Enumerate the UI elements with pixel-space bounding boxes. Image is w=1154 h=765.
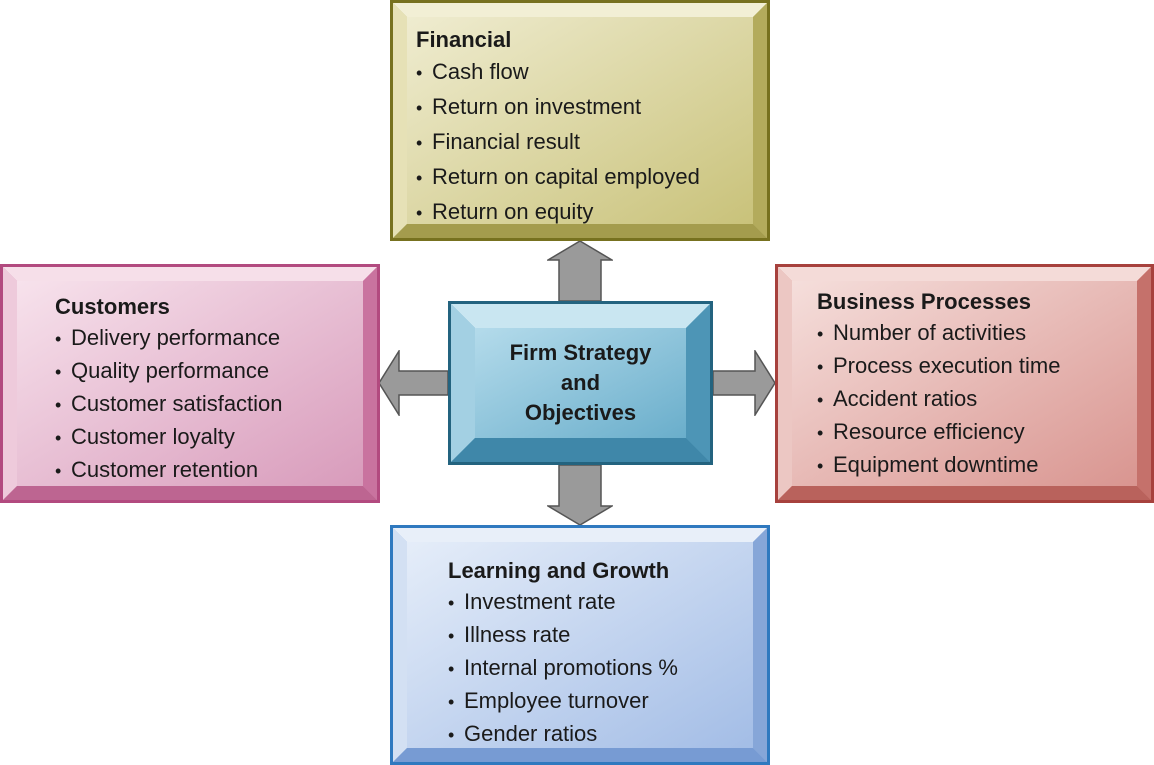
list-item: •Resource efficiency — [817, 419, 1025, 444]
customers-box: Customers •Delivery performance •Quality… — [0, 264, 380, 503]
list-item: •Customer loyalty — [55, 424, 235, 449]
financial-heading: Financial — [416, 27, 512, 52]
list-item: •Delivery performance — [55, 325, 281, 350]
customers-list: •Delivery performance •Quality performan… — [55, 322, 283, 487]
learning-growth-list: •Investment rate •Illness rate •Internal… — [448, 586, 678, 751]
list-item: •Equipment downtime — [817, 452, 1039, 477]
center-title-line: Firm Strategy — [509, 340, 652, 365]
firm-strategy-title: Firm Strategy and Objectives — [510, 338, 652, 428]
list-item: •Customer satisfaction — [55, 391, 283, 416]
arrow-up-icon — [547, 240, 613, 302]
firm-strategy-frame — [448, 301, 713, 465]
financial-box: Financial •Cash flow •Return on investme… — [390, 0, 770, 241]
list-item: •Quality performance — [55, 358, 270, 383]
list-item: •Process execution time — [817, 353, 1061, 378]
financial-frame — [390, 0, 770, 241]
business-processes-heading: Business Processes — [817, 289, 1032, 314]
list-item: •Investment rate — [448, 589, 616, 614]
business-processes-box: Business Processes •Number of activities… — [775, 264, 1154, 503]
financial-list: •Cash flow •Return on investment •Financ… — [416, 55, 700, 230]
list-item: •Number of activities — [817, 320, 1027, 345]
arrow-left-icon — [378, 350, 449, 416]
list-item: •Cash flow — [416, 59, 529, 84]
center-title-line: and — [560, 370, 601, 395]
list-item: •Customer retention — [55, 457, 259, 482]
list-item: •Return on equity — [416, 199, 594, 224]
customers-frame — [0, 264, 380, 503]
list-item: •Return on investment — [416, 94, 642, 119]
list-item: •Return on capital employed — [416, 164, 700, 189]
learning-growth-heading: Learning and Growth — [448, 558, 670, 583]
list-item: •Gender ratios — [448, 721, 598, 746]
list-item: •Illness rate — [448, 622, 571, 647]
learning-growth-frame — [390, 525, 770, 765]
center-title-line: Objectives — [524, 400, 637, 425]
firm-strategy-box: Firm Strategy and Objectives — [448, 301, 713, 465]
list-item: •Employee turnover — [448, 688, 649, 713]
arrow-right-icon — [712, 350, 776, 416]
arrow-down-icon — [547, 464, 613, 526]
business-processes-list: •Number of activities •Process execution… — [817, 317, 1060, 482]
learning-growth-box: Learning and Growth •Investment rate •Il… — [390, 525, 770, 765]
list-item: •Financial result — [416, 129, 580, 154]
business-processes-frame — [775, 264, 1154, 503]
list-item: •Internal promotions % — [448, 655, 678, 680]
list-item: •Accident ratios — [817, 386, 978, 411]
customers-heading: Customers — [55, 294, 170, 319]
